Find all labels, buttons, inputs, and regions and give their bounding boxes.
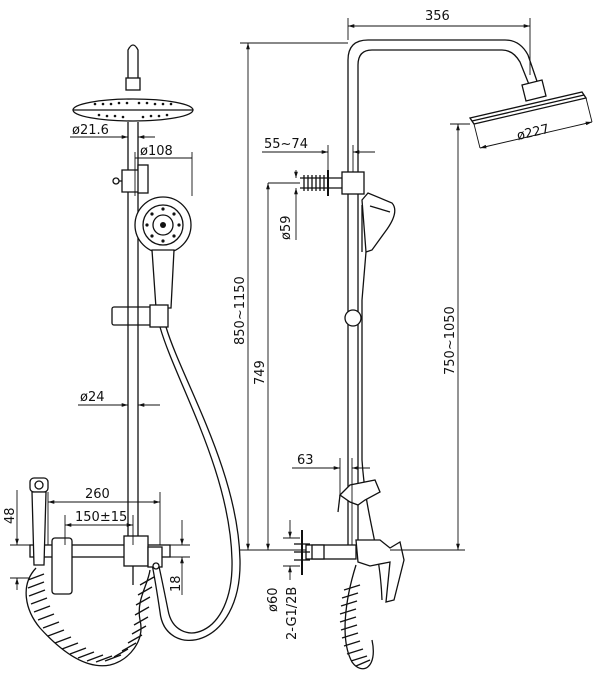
side-slider-knob (344, 309, 362, 327)
dim-spout-offset: 63 (297, 453, 314, 468)
dim-escutcheon: ø60 (266, 588, 281, 613)
dim-mixer-width: 260 (85, 487, 110, 502)
front-spray-gun (29, 477, 49, 566)
side-mixer (294, 530, 405, 603)
side-spiral-hose (344, 564, 374, 670)
side-arm-outer (347, 39, 541, 545)
side-arm-inner (357, 49, 533, 545)
front-hose-outer (153, 326, 233, 634)
dim-bracket-dia: ø59 (279, 216, 294, 241)
front-dimensions (10, 135, 193, 595)
dim-bracket-distance: 55~74 (264, 137, 308, 152)
front-handshower (134, 196, 192, 309)
front-head-connector (125, 77, 141, 91)
front-top-pipe (127, 44, 139, 85)
dim-head-front: ø21.6 (72, 123, 109, 138)
side-dimensions (240, 18, 593, 580)
side-spray-gun (337, 479, 381, 513)
front-view (25, 44, 241, 667)
front-rain-head (72, 98, 194, 122)
dim-head-height: 750~1050 (443, 306, 458, 375)
side-head-connector (521, 79, 547, 102)
side-view (294, 39, 588, 670)
dim-thread: 2-G1/2B (285, 587, 300, 640)
side-wall-bracket (300, 170, 365, 196)
dim-riser-height: 850~1150 (233, 276, 248, 345)
dim-tube: ø24 (80, 390, 105, 405)
front-hose-inner (147, 326, 241, 642)
dim-centers: 150±15 (75, 510, 127, 525)
side-hose (361, 300, 383, 601)
side-handshower (361, 192, 396, 301)
dim-spray-height: 48 (3, 507, 18, 524)
front-spiral-hose (25, 567, 151, 667)
dim-inlet-offset: 18 (169, 575, 184, 592)
front-handshower-holder (137, 164, 149, 194)
dim-slider-height: 749 (253, 360, 268, 385)
dim-head-side: ø227 (516, 122, 551, 144)
dim-arm-length: 356 (425, 9, 450, 24)
front-slider (111, 304, 169, 328)
front-mixer (29, 535, 171, 595)
dim-handshower: ø108 (140, 144, 173, 159)
